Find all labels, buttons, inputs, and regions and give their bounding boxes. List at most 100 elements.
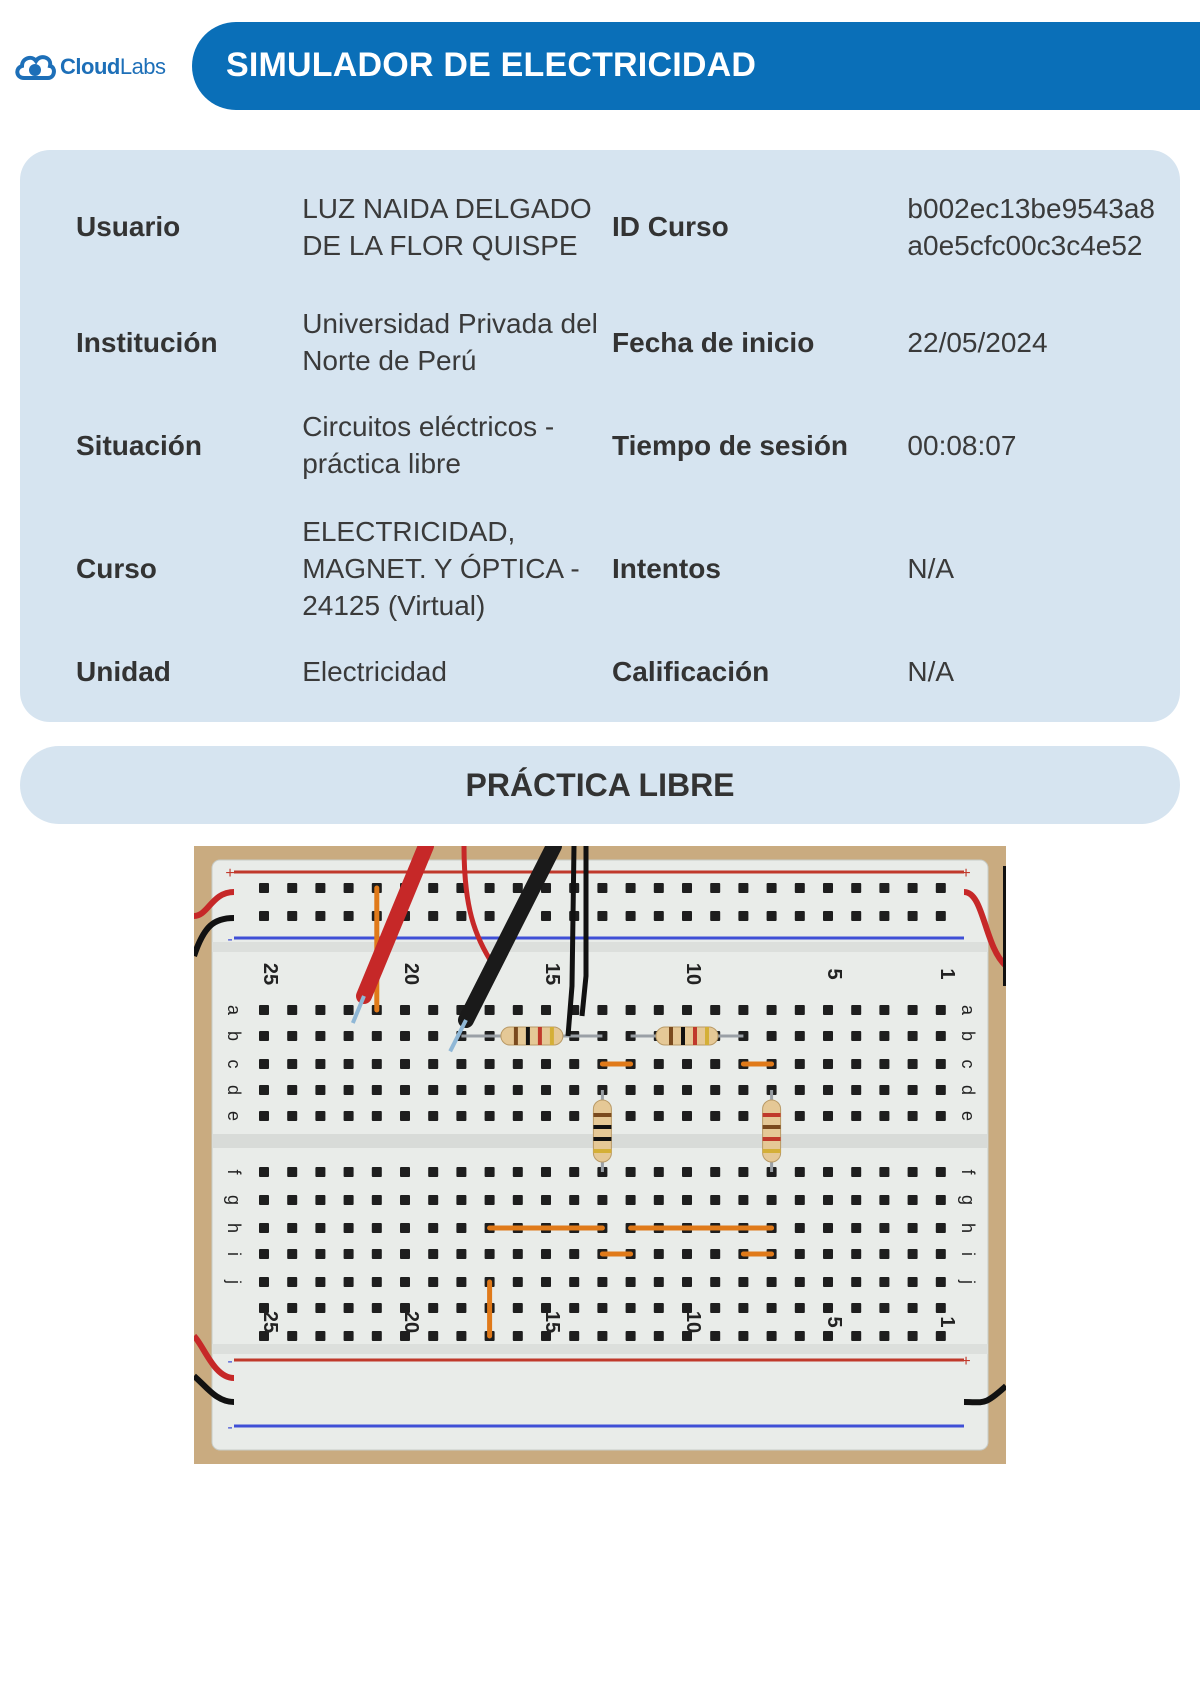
breadboard-hole[interactable]: [343, 1167, 354, 1177]
rail-hole[interactable]: [287, 1331, 298, 1341]
breadboard-hole[interactable]: [794, 1223, 805, 1233]
breadboard-hole[interactable]: [879, 1167, 890, 1177]
rail-hole[interactable]: [710, 911, 721, 921]
breadboard-hole[interactable]: [935, 1111, 946, 1121]
breadboard-hole[interactable]: [371, 1059, 382, 1069]
rail-hole[interactable]: [935, 883, 946, 893]
rail-hole[interactable]: [315, 883, 326, 893]
breadboard-hole[interactable]: [541, 1085, 551, 1095]
breadboard-hole[interactable]: [710, 1277, 721, 1287]
breadboard-hole[interactable]: [851, 1277, 862, 1287]
rail-hole[interactable]: [710, 883, 721, 893]
breadboard-hole[interactable]: [371, 1249, 382, 1259]
breadboard-hole[interactable]: [851, 1059, 862, 1069]
breadboard-hole[interactable]: [935, 1005, 946, 1015]
breadboard-hole[interactable]: [823, 1005, 833, 1015]
breadboard-hole[interactable]: [907, 1223, 918, 1233]
breadboard-hole[interactable]: [935, 1277, 946, 1287]
rail-hole[interactable]: [907, 883, 918, 893]
breadboard-hole[interactable]: [682, 1005, 692, 1015]
breadboard-hole[interactable]: [710, 1005, 721, 1015]
breadboard-hole[interactable]: [484, 1167, 495, 1177]
breadboard-hole[interactable]: [625, 1195, 636, 1205]
breadboard-hole[interactable]: [259, 1223, 269, 1233]
breadboard-hole[interactable]: [400, 1223, 410, 1233]
breadboard-hole[interactable]: [315, 1195, 326, 1205]
breadboard-hole[interactable]: [823, 1223, 833, 1233]
breadboard-hole[interactable]: [794, 1085, 805, 1095]
rail-hole[interactable]: [343, 1303, 354, 1313]
breadboard-hole[interactable]: [484, 1005, 495, 1015]
breadboard-hole[interactable]: [935, 1223, 946, 1233]
breadboard-hole[interactable]: [484, 1249, 495, 1259]
breadboard-hole[interactable]: [653, 1249, 664, 1259]
breadboard-hole[interactable]: [653, 1167, 664, 1177]
breadboard-hole[interactable]: [879, 1005, 890, 1015]
breadboard-hole[interactable]: [682, 1277, 692, 1287]
breadboard-hole[interactable]: [851, 1249, 862, 1259]
rail-hole[interactable]: [597, 883, 608, 893]
rail-hole[interactable]: [569, 1303, 580, 1313]
breadboard-hole[interactable]: [625, 1167, 636, 1177]
rail-hole[interactable]: [766, 883, 777, 893]
breadboard-hole[interactable]: [343, 1059, 354, 1069]
breadboard-hole[interactable]: [287, 1167, 298, 1177]
breadboard-hole[interactable]: [400, 1085, 410, 1095]
rail-hole[interactable]: [907, 1303, 918, 1313]
rail-hole[interactable]: [343, 911, 354, 921]
breadboard-hole[interactable]: [484, 1111, 495, 1121]
breadboard-hole[interactable]: [343, 1277, 354, 1287]
breadboard-hole[interactable]: [935, 1249, 946, 1259]
breadboard-hole[interactable]: [259, 1005, 269, 1015]
breadboard-hole[interactable]: [287, 1277, 298, 1287]
breadboard-hole[interactable]: [823, 1031, 833, 1041]
rail-hole[interactable]: [315, 1303, 326, 1313]
rail-hole[interactable]: [879, 911, 890, 921]
breadboard-hole[interactable]: [766, 1195, 777, 1205]
rail-hole[interactable]: [541, 883, 551, 893]
breadboard-hole[interactable]: [400, 1059, 410, 1069]
breadboard-hole[interactable]: [456, 1277, 467, 1287]
breadboard-hole[interactable]: [710, 1085, 721, 1095]
breadboard-hole[interactable]: [851, 1223, 862, 1233]
breadboard-hole[interactable]: [682, 1167, 692, 1177]
breadboard-hole[interactable]: [879, 1059, 890, 1069]
breadboard-hole[interactable]: [879, 1249, 890, 1259]
breadboard-hole[interactable]: [456, 1059, 467, 1069]
breadboard-hole[interactable]: [343, 1223, 354, 1233]
breadboard-hole[interactable]: [315, 1085, 326, 1095]
breadboard-hole[interactable]: [371, 1031, 382, 1041]
breadboard-hole[interactable]: [541, 1059, 551, 1069]
circuit-components[interactable]: [194, 846, 1006, 1406]
breadboard-hole[interactable]: [597, 1195, 608, 1205]
breadboard-hole[interactable]: [794, 1195, 805, 1205]
breadboard-hole[interactable]: [710, 1111, 721, 1121]
rail-hole[interactable]: [766, 911, 777, 921]
breadboard-hole[interactable]: [823, 1085, 833, 1095]
breadboard-hole[interactable]: [343, 1111, 354, 1121]
rail-hole[interactable]: [710, 1331, 721, 1341]
breadboard-hole[interactable]: [371, 1223, 382, 1233]
rail-hole[interactable]: [851, 911, 862, 921]
breadboard-hole[interactable]: [428, 1249, 439, 1259]
breadboard-hole[interactable]: [569, 1111, 580, 1121]
rail-hole[interactable]: [625, 883, 636, 893]
breadboard-hole[interactable]: [823, 1059, 833, 1069]
breadboard-hole[interactable]: [851, 1031, 862, 1041]
breadboard-hole[interactable]: [400, 1111, 410, 1121]
breadboard-hole[interactable]: [512, 1277, 523, 1287]
breadboard-hole[interactable]: [343, 1005, 354, 1015]
breadboard-hole[interactable]: [766, 1031, 777, 1041]
rail-hole[interactable]: [682, 883, 692, 893]
rail-hole[interactable]: [541, 911, 551, 921]
breadboard-hole[interactable]: [343, 1031, 354, 1041]
breadboard-hole[interactable]: [371, 1195, 382, 1205]
breadboard-hole[interactable]: [569, 1059, 580, 1069]
rail-hole[interactable]: [823, 1331, 833, 1341]
breadboard-hole[interactable]: [823, 1195, 833, 1205]
breadboard-hole[interactable]: [907, 1195, 918, 1205]
breadboard-hole[interactable]: [794, 1111, 805, 1121]
rail-hole[interactable]: [625, 1303, 636, 1313]
